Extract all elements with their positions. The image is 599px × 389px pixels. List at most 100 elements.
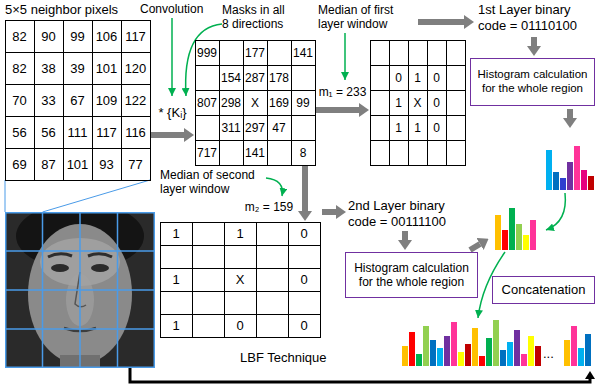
- cell-value: 1: [160, 268, 192, 291]
- bar: [495, 215, 501, 250]
- cell-value: 101: [63, 148, 92, 180]
- grid-line: [192, 222, 193, 338]
- cell-value: 0: [389, 65, 408, 90]
- bar: [535, 346, 541, 366]
- zoom-line: [43, 180, 151, 212]
- flow-arrow: [402, 231, 408, 240]
- cell-value: 717: [195, 140, 219, 165]
- grid-line: [256, 222, 257, 338]
- grid-line: [160, 268, 321, 269]
- flow-connector: [316, 107, 359, 113]
- grid-line: [427, 40, 428, 166]
- bar: [502, 230, 508, 250]
- cell-value: 116: [121, 116, 150, 148]
- callout-label: Masks in all 8 directions: [222, 3, 292, 32]
- grid-line: [5, 250, 155, 252]
- flow-arrow: [470, 244, 480, 250]
- grid-line: [195, 40, 316, 41]
- cell-value: 47: [267, 115, 291, 140]
- bar: [560, 178, 566, 190]
- cell-value: 287: [243, 65, 267, 90]
- bar: [571, 326, 577, 366]
- cell-value: 154: [219, 65, 243, 90]
- binary-grid: 1101X0100: [160, 222, 320, 337]
- cell-value: 56: [34, 116, 63, 148]
- cell-value: 70: [5, 84, 34, 116]
- bar: [514, 330, 520, 366]
- concat-arrow: [546, 193, 565, 230]
- cell-value: 120: [121, 52, 150, 84]
- bar: [516, 224, 522, 250]
- grid-line: [195, 40, 196, 166]
- binary-grid: 0101X0110: [370, 40, 465, 165]
- grid-line: [5, 20, 6, 181]
- binary-code: 2nd Layer binary code = 00111100: [348, 198, 466, 229]
- ellipsis: ...: [543, 346, 554, 362]
- grid-line: [5, 148, 151, 149]
- grid-line: [315, 40, 316, 166]
- grid-line: [160, 222, 161, 338]
- cell-value: X: [408, 90, 427, 115]
- eyebrow: [88, 254, 112, 257]
- bar: [416, 354, 422, 366]
- flow-arrow: [567, 109, 573, 118]
- grid-line: [195, 165, 316, 166]
- grid-line: [446, 40, 447, 166]
- cell-value: 109: [92, 84, 121, 116]
- grid-line: [34, 20, 35, 181]
- bar: [528, 336, 534, 366]
- cell-value: 141: [243, 140, 267, 165]
- grid-line: [370, 165, 466, 166]
- cell-value: 0: [288, 314, 320, 337]
- grid-line: [160, 291, 321, 292]
- face-photo: [5, 212, 155, 368]
- cell-value: 0: [427, 90, 446, 115]
- cell-value: 297: [243, 115, 267, 140]
- eye: [51, 264, 69, 272]
- cell-value: 1: [408, 65, 427, 90]
- grid-line: [195, 140, 316, 141]
- grid-line: [160, 222, 321, 223]
- cell-value: 106: [92, 20, 121, 52]
- histogram-concatenated: [402, 320, 591, 366]
- grid-line: [195, 90, 316, 91]
- bar: [521, 354, 527, 366]
- response-grid: 999177141154287178807298X169993112974771…: [195, 40, 315, 165]
- box-text: Histogram calculation for the whole regi…: [349, 261, 474, 290]
- grid-line: [370, 40, 371, 166]
- grid-line: [389, 40, 390, 166]
- technique-arrow: [130, 368, 590, 382]
- histogram-second: [495, 208, 536, 250]
- cell-value: 69: [5, 148, 34, 180]
- bar: [530, 220, 536, 250]
- cell-value: 0: [427, 65, 446, 90]
- flow-arrow: [322, 209, 336, 215]
- cell-value: 77: [121, 148, 150, 180]
- grid-line: [92, 20, 93, 181]
- eye: [91, 264, 109, 272]
- cell-value: 117: [92, 116, 121, 148]
- zoom-lines: [5, 180, 150, 212]
- cell-value: 0: [427, 115, 446, 140]
- cell-value: 93: [92, 148, 121, 180]
- bar: [444, 336, 450, 366]
- cell-value: 82: [5, 20, 34, 52]
- grid-line: [224, 222, 225, 338]
- bar: [402, 346, 408, 366]
- bar: [479, 356, 485, 366]
- grid-line: [5, 180, 151, 181]
- cell-value: 99: [63, 20, 92, 52]
- cell-value: 177: [243, 40, 267, 65]
- grid-line: [63, 20, 64, 181]
- grid-line: [465, 40, 466, 166]
- grid-line: [5, 328, 155, 330]
- cell-value: 1: [160, 222, 192, 245]
- grid-line: [121, 20, 122, 181]
- cell-value: 1: [408, 115, 427, 140]
- cell-value: 101: [92, 52, 121, 84]
- flow-connector: [302, 166, 308, 211]
- grid-line: [160, 314, 321, 315]
- bar: [458, 352, 464, 366]
- grid-line: [320, 222, 321, 338]
- cell-value: 90: [34, 20, 63, 52]
